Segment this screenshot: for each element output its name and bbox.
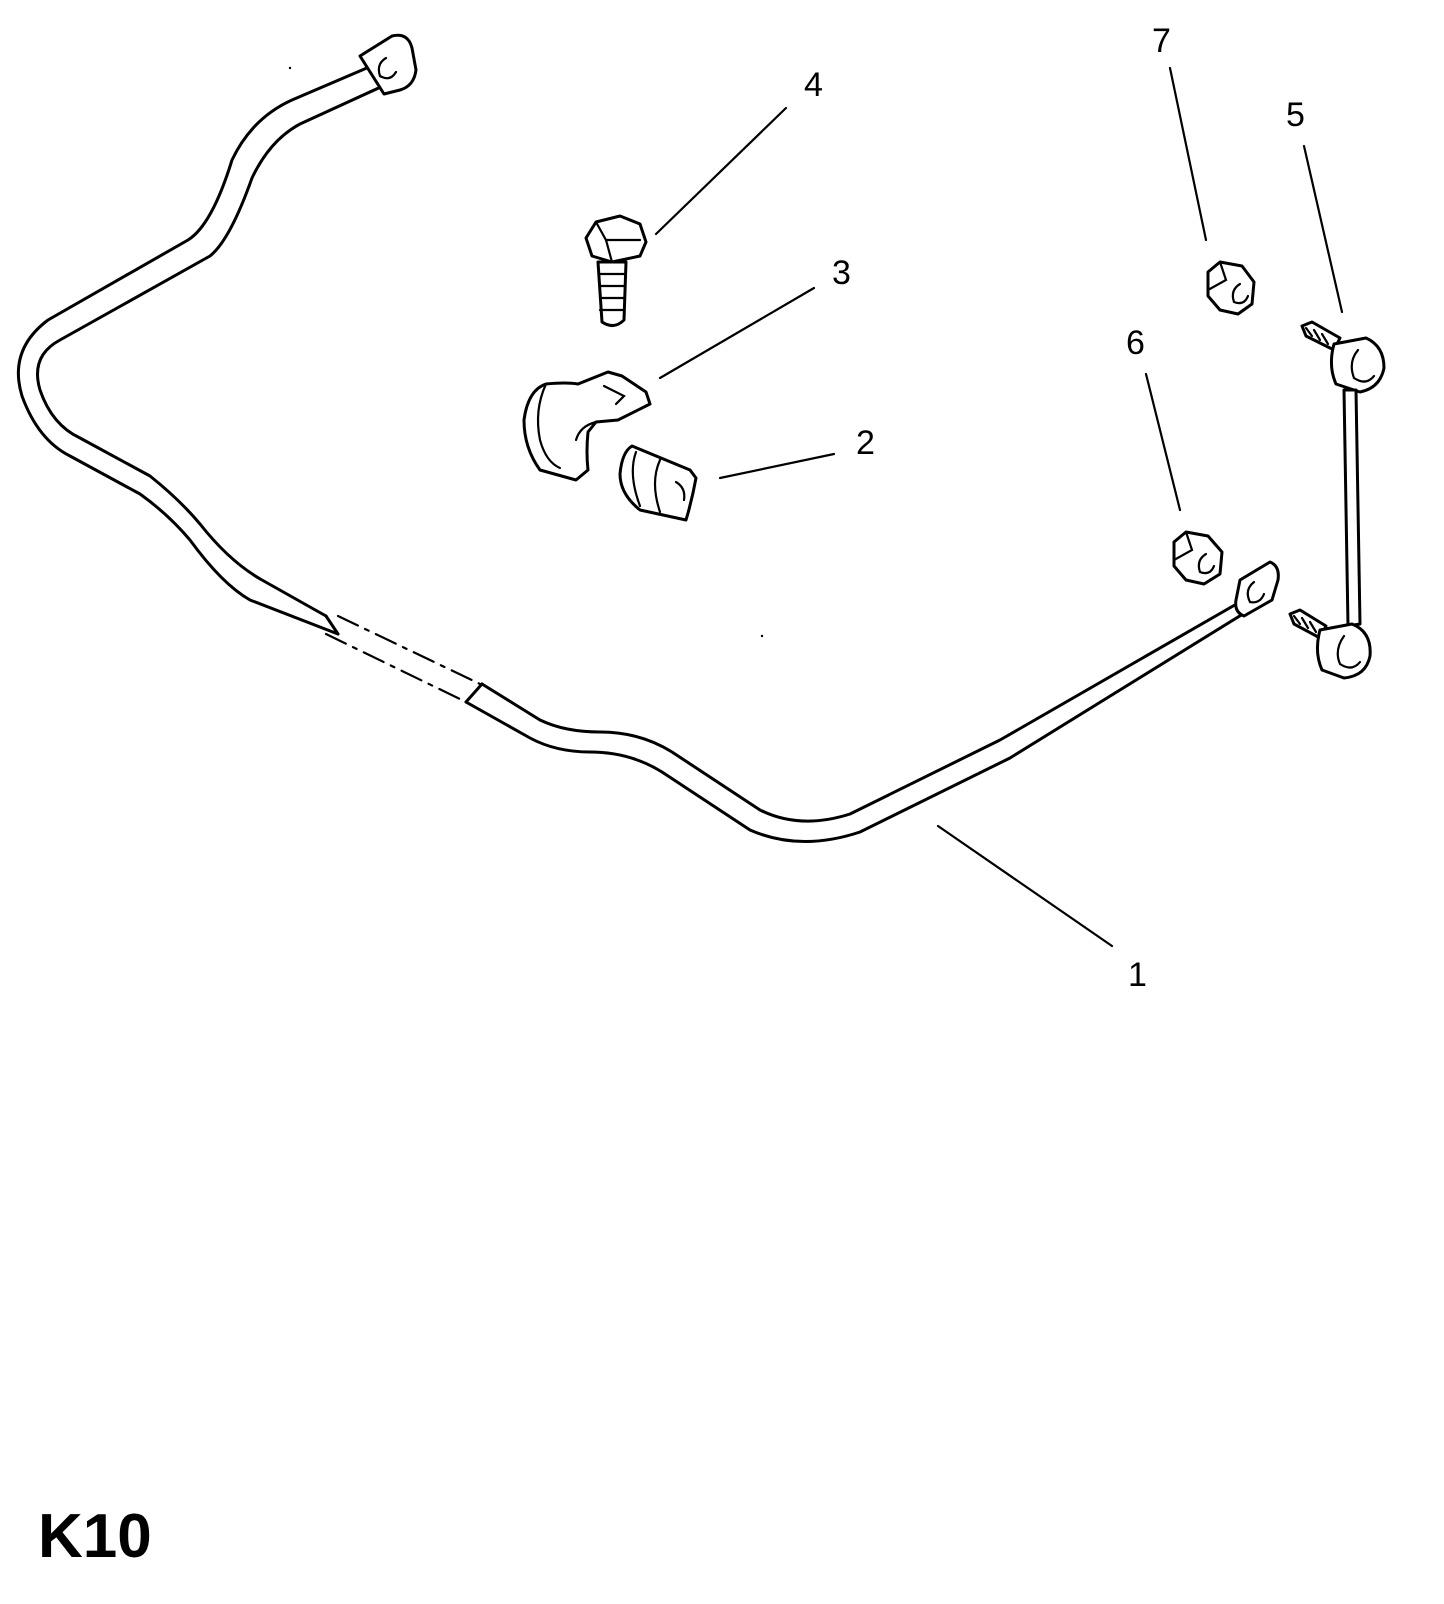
callout-7: 7 <box>1152 22 1171 60</box>
leader-line-5 <box>1302 144 1344 314</box>
callout-6: 6 <box>1126 324 1145 362</box>
bolt <box>584 214 648 327</box>
callout-1: 1 <box>1128 956 1147 994</box>
stabilizer-bar <box>16 33 1280 844</box>
stabilizer-link <box>1288 320 1386 680</box>
leader-line-3 <box>658 286 816 380</box>
speck <box>288 66 292 70</box>
leader-line-4 <box>654 106 788 236</box>
nut-lower <box>1172 530 1224 586</box>
clamp-bracket <box>522 370 652 482</box>
leader-line-7 <box>1168 66 1208 242</box>
callout-4: 4 <box>804 66 823 104</box>
callout-2: 2 <box>856 424 875 462</box>
callout-5: 5 <box>1286 96 1305 134</box>
leader-line-2 <box>718 452 836 480</box>
callout-3: 3 <box>832 254 851 292</box>
leader-line-1 <box>936 824 1114 948</box>
leader-lines <box>654 66 1344 948</box>
leader-line-6 <box>1144 372 1182 512</box>
rubber-bush <box>618 444 698 522</box>
sheet-code: K10 <box>38 1502 152 1571</box>
speck <box>760 634 764 638</box>
nut-upper <box>1206 260 1256 316</box>
